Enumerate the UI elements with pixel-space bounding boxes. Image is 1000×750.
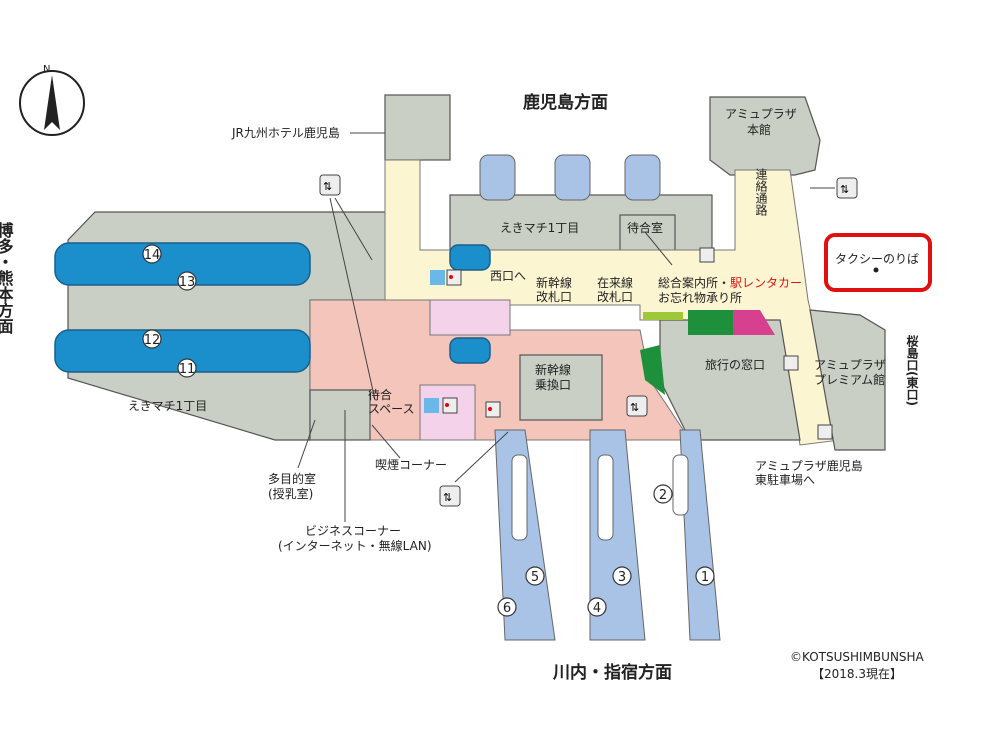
platform-number-12: 12: [142, 329, 162, 349]
label-travel-center: 旅行の窓口: [705, 357, 765, 372]
label-amu-premium: アミュプラザ: [814, 358, 886, 372]
platform-number-14: 14: [142, 244, 162, 264]
platform-number-5: 5: [525, 566, 545, 586]
label-waiting-space-2: スペース: [368, 402, 415, 416]
svg-text:⇅: ⇅: [840, 183, 849, 196]
room-pink: [429, 299, 511, 336]
stair-6: [511, 454, 528, 541]
platform-number-6: 6: [497, 597, 517, 617]
green-shop: [640, 345, 665, 395]
label-parking-2: 東駐車場へ: [755, 472, 815, 487]
track-north-2: [554, 154, 591, 201]
copyright: ©KOTSUSHIMBUNSHA: [790, 650, 925, 664]
stair-2: [672, 454, 689, 516]
label-transfer-gate: 新幹線: [535, 362, 571, 377]
svg-text:⇅: ⇅: [443, 491, 452, 504]
svg-text:4: 4: [593, 601, 601, 616]
date-note: 【2018.3現在】: [812, 667, 902, 681]
elevator-icon: ⇅: [439, 485, 461, 507]
label-waiting-space: 待合: [368, 387, 392, 402]
track-north-1: [479, 154, 516, 201]
leader-line: [329, 197, 376, 401]
platform-number-3: 3: [612, 566, 632, 586]
amu-plaza-main-building: [709, 96, 821, 176]
track-1-2: [679, 429, 721, 641]
svg-text:11: 11: [179, 362, 196, 377]
label-business: ビジネスコーナー: [305, 524, 401, 538]
platform-number-13: 13: [177, 271, 197, 291]
label-multi-room-2: (授乳室): [268, 486, 313, 501]
hotel-building: [384, 94, 451, 161]
label-smoking: 喫煙コーナー: [375, 458, 447, 472]
compass-north-label: N: [43, 64, 50, 75]
label-taxi: タクシーのりば: [835, 252, 919, 266]
leader-line: [644, 231, 673, 266]
svg-text:13: 13: [179, 275, 196, 290]
direction-north: 鹿児島方面: [523, 92, 608, 113]
svg-text:1: 1: [701, 570, 709, 585]
elevator-icon: ⇅: [836, 177, 858, 199]
label-hotel: JR九州ホテル鹿児島: [231, 125, 340, 140]
transfer-gate-block: [519, 354, 603, 421]
leader-line: [297, 419, 316, 469]
platform-end-west-1: [449, 244, 491, 271]
label-waiting-room: 待合室: [627, 220, 663, 235]
svg-text:12: 12: [144, 333, 161, 348]
label-transfer-gate-2: 乗換口: [535, 378, 571, 392]
direction-south: 川内・指宿方面: [552, 662, 672, 683]
platform-number-1: 1: [695, 566, 715, 586]
svg-text:3: 3: [618, 570, 626, 585]
taxi-stand-marker: [873, 267, 879, 273]
label-shinkansen-gate: 新幹線: [536, 275, 572, 290]
track-north-3: [624, 154, 661, 201]
restroom-icon: [442, 269, 501, 418]
elevator-icon: ⇅: [319, 174, 341, 196]
elevator-icon: ⇅: [626, 395, 648, 417]
label-ekimachi-west: えきマチ1丁目: [128, 399, 207, 413]
platform-number-11: 11: [177, 358, 197, 378]
label-multi-room: 多目的室: [268, 471, 316, 486]
label-amu-main: アミュプラザ: [725, 107, 797, 121]
leader-line: [334, 197, 373, 261]
svg-text:2: 2: [659, 488, 667, 503]
multi-room-block: [309, 389, 371, 441]
taxi-highlight-box[interactable]: [824, 233, 932, 292]
leader-line: [371, 424, 401, 459]
label-zairai-gate: 在来線: [597, 275, 633, 290]
lost-found-counter: [643, 312, 683, 320]
platform-number-4: 4: [587, 597, 607, 617]
stair-4: [597, 454, 614, 541]
info-center-shop: [688, 310, 733, 335]
svg-text:6: 6: [503, 601, 511, 616]
label-west-exit: 西口へ: [490, 269, 526, 283]
label-lost-found: お忘れ物承り所: [658, 290, 742, 305]
direction-east: 桜島口(東口): [905, 334, 919, 406]
travel-center-block: [659, 319, 801, 441]
compass-icon: N: [19, 64, 85, 136]
label-info-center: 総合案内所・駅レンタカー: [658, 275, 802, 290]
wheelchair-icon: [424, 270, 445, 413]
label-parking: アミュプラザ鹿児島: [755, 458, 863, 473]
svg-text:⇅: ⇅: [323, 180, 332, 193]
coin-locker-icon: [699, 247, 833, 440]
svg-text:⇅: ⇅: [630, 401, 639, 414]
label-shinkansen-gate-2: 改札口: [536, 290, 572, 304]
svg-text:5: 5: [531, 570, 539, 585]
label-amu-main-2: 本館: [747, 122, 771, 137]
direction-west: 博多・熊本方面: [0, 221, 14, 335]
travel-center-shop: [733, 310, 775, 335]
label-amu-premium-2: プレミアム館: [814, 372, 885, 387]
label-zairai-gate-2: 改札口: [597, 290, 633, 304]
label-corridor: 連絡通路: [754, 168, 768, 217]
platform-number-2: 2: [653, 484, 673, 504]
label-ekimachi-north: えきマチ1丁目: [500, 221, 579, 235]
label-business-2: (インターネット・無線LAN): [278, 538, 432, 553]
platform-end-west-2: [449, 337, 491, 364]
leader-line: [454, 431, 509, 483]
svg-text:14: 14: [144, 248, 161, 263]
